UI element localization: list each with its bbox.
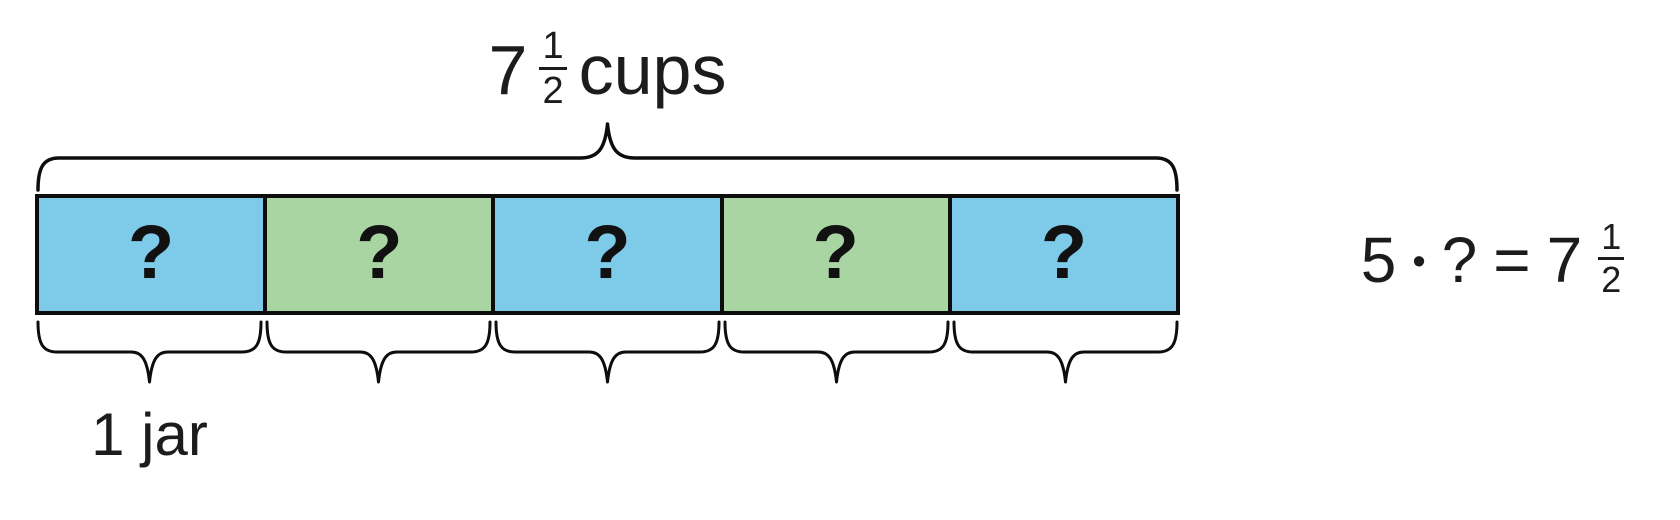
total-fraction-denominator: 2 bbox=[542, 69, 564, 112]
tape-cell-2: ? bbox=[263, 198, 492, 311]
equation-whole-number: 7 bbox=[1546, 224, 1583, 296]
tape-cell-4: ? bbox=[719, 198, 948, 311]
tape-diagram-bar: ? ? ? ? ? bbox=[35, 194, 1180, 315]
total-brace bbox=[36, 122, 1179, 192]
part-brace-4 bbox=[723, 320, 950, 384]
cell-1-question-mark: ? bbox=[127, 209, 175, 295]
equation-unknown: ? bbox=[1441, 224, 1478, 296]
total-fraction: 1 2 bbox=[539, 27, 567, 112]
part-brace-3 bbox=[494, 320, 721, 384]
jar-unit-label: 1 jar bbox=[91, 400, 208, 468]
total-fraction-numerator: 1 bbox=[539, 27, 567, 70]
equation: 5 • ? = 7 1 2 bbox=[1305, 202, 1680, 318]
cell-2-question-mark: ? bbox=[356, 209, 403, 295]
cell-3-question-mark: ? bbox=[584, 209, 631, 295]
cell-4-question-mark: ? bbox=[812, 209, 859, 295]
part-brace-2 bbox=[265, 320, 492, 384]
total-unit-label: cups bbox=[578, 31, 727, 109]
equation-fraction-denominator: 2 bbox=[1601, 258, 1622, 300]
equation-factor: 5 bbox=[1360, 224, 1397, 296]
total-whole-number: 7 bbox=[488, 31, 528, 109]
tape-cell-3: ? bbox=[491, 198, 720, 311]
multiplication-dot: • bbox=[1412, 241, 1426, 283]
tape-cell-5: ? bbox=[947, 198, 1177, 311]
equation-fraction-numerator: 1 bbox=[1598, 218, 1625, 260]
part-brace-5 bbox=[952, 320, 1179, 384]
equation-fraction: 1 2 bbox=[1598, 218, 1625, 300]
equals-sign: = bbox=[1493, 224, 1531, 296]
part-brace-1 bbox=[36, 320, 263, 384]
tape-cell-1: ? bbox=[39, 198, 264, 311]
cell-5-question-mark: ? bbox=[1040, 209, 1088, 295]
total-quantity-label: 7 1 2 cups bbox=[35, 16, 1180, 124]
